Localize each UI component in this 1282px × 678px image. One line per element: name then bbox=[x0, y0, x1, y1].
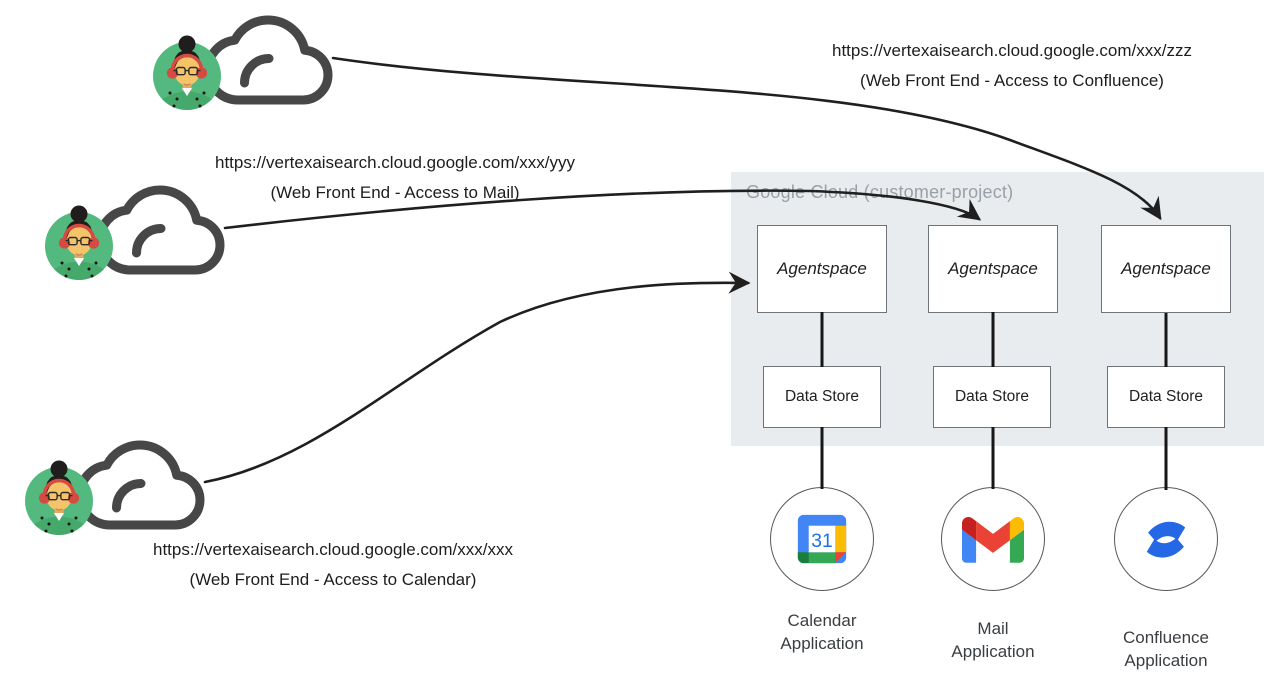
arrow-calendar-request bbox=[203, 271, 751, 484]
url-caption: (Web Front End - Access to Confluence) bbox=[860, 71, 1164, 90]
confluence-app-label: Confluence Application bbox=[1122, 628, 1209, 670]
datastore-box-confluence: Data Store bbox=[1107, 366, 1225, 428]
url-block-confluence: https://vertexaisearch.cloud.google.com/… bbox=[762, 36, 1262, 96]
calendar-day-text: 31 bbox=[811, 531, 833, 552]
url-text: https://vertexaisearch.cloud.google.com/… bbox=[832, 41, 1192, 60]
confluence-app-circle bbox=[1114, 487, 1218, 591]
agentspace-label: Agentspace bbox=[777, 259, 867, 278]
datastore-label: Data Store bbox=[784, 388, 860, 405]
url-text: https://vertexaisearch.cloud.google.com/… bbox=[153, 540, 513, 559]
datastore-box-mail: Data Store bbox=[933, 366, 1051, 428]
agentspace-box-confluence: Agentspace bbox=[1101, 225, 1231, 313]
url-block-calendar: https://vertexaisearch.cloud.google.com/… bbox=[83, 535, 583, 595]
calendar-app-label: Calendar Application bbox=[780, 611, 864, 653]
url-caption: (Web Front End - Access to Calendar) bbox=[189, 570, 477, 589]
google-calendar-icon: 31 bbox=[797, 514, 847, 564]
url-caption: (Web Front End - Access to Mail) bbox=[270, 183, 520, 202]
mail-app-circle bbox=[941, 487, 1045, 591]
calendar-app-circle: 31 bbox=[770, 487, 874, 591]
datastore-label: Data Store bbox=[954, 388, 1030, 405]
gmail-icon bbox=[962, 516, 1024, 563]
url-block-mail: https://vertexaisearch.cloud.google.com/… bbox=[145, 148, 645, 208]
datastore-label: Data Store bbox=[1128, 388, 1204, 405]
confluence-icon bbox=[1146, 521, 1186, 558]
agentspace-box-mail: Agentspace bbox=[928, 225, 1058, 313]
datastore-box-calendar: Data Store bbox=[763, 366, 881, 428]
user-avatar-cloud-confluence bbox=[128, 15, 338, 135]
mail-app-label: Mail Application bbox=[951, 619, 1035, 661]
google-cloud-panel-title: Google Cloud (customer-project) bbox=[746, 182, 1014, 202]
agentspace-box-calendar: Agentspace bbox=[757, 225, 887, 313]
agentspace-label: Agentspace bbox=[948, 259, 1038, 278]
agentspace-label: Agentspace bbox=[1121, 259, 1211, 278]
url-text: https://vertexaisearch.cloud.google.com/… bbox=[215, 153, 575, 172]
